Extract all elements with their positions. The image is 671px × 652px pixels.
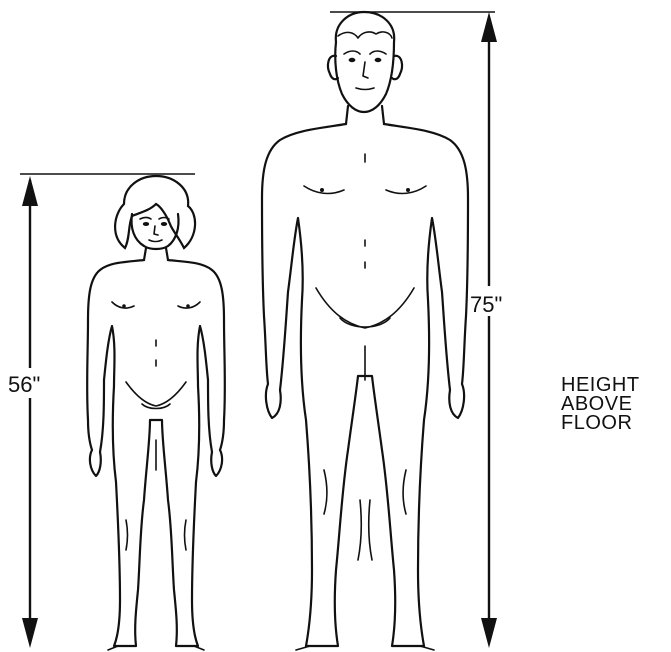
caption-line-3: FLOOR (561, 414, 640, 433)
left-dimension: 56" (6, 174, 195, 648)
male-figure (262, 12, 468, 650)
right-arrow-down (481, 618, 497, 648)
right-height-label: 75" (470, 292, 502, 317)
female-figure (87, 176, 225, 650)
left-arrow-up (22, 176, 38, 206)
right-arrow-up (481, 12, 497, 42)
left-height-label: 56" (8, 372, 40, 397)
height-above-floor-caption: HEIGHT ABOVE FLOOR (561, 376, 640, 433)
male-body-outline (262, 124, 468, 646)
left-arrow-down (22, 618, 38, 648)
female-hair (115, 176, 195, 248)
